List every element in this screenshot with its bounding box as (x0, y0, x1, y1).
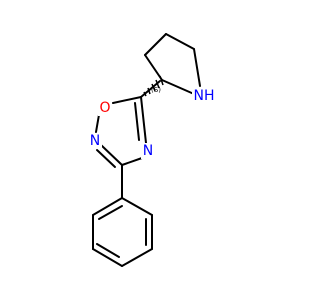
bond-benzene-3 (121, 248, 153, 267)
bond-n4-c3 (121, 157, 143, 166)
bond-benzene-inner-2 (96, 243, 120, 258)
phenyl-ring (92, 197, 153, 267)
stereo-descriptor-label: (S) (151, 86, 161, 94)
bond-benzene-1 (121, 197, 153, 216)
atom-label-ring-n-left: N (88, 133, 102, 149)
bond-c5-n4 (140, 96, 147, 144)
pyrrolidine-nh-label: NH (194, 88, 215, 104)
bond-c5-n4-double (134, 102, 140, 141)
wedge-hash-4 (155, 79, 160, 89)
oxygen-label: O (99, 100, 110, 116)
ring-n-right-label: N (143, 143, 153, 159)
wedge-hash-1 (143, 91, 147, 97)
bond-c3-n2-double (96, 149, 116, 168)
bond-c2-c3p (144, 54, 163, 81)
ring-n-left-label: N (90, 133, 100, 149)
chemical-structure-drawing: O N N NH (S) (88, 33, 216, 267)
bond-c3p-c4p (144, 33, 167, 56)
wedge-hash-3 (151, 83, 156, 92)
wedge-hash-2 (147, 87, 151, 95)
bond-c3-n2 (100, 144, 123, 166)
bond-benzene-6 (92, 197, 123, 216)
bond-benzene-4 (92, 248, 123, 267)
pyrrolidine-ring (144, 33, 201, 95)
bond-o1-c5 (112, 96, 142, 104)
bond-benzene-inner-3 (98, 205, 123, 220)
bond-c4p-c5p (165, 33, 195, 50)
bond-c5p-n1p (193, 48, 201, 87)
atom-label-pyrrolidine-nh: NH (192, 88, 216, 104)
oxadiazole-ring (95, 96, 147, 168)
atom-label-oxygen: O (98, 100, 112, 116)
atom-label-ring-n-right: N (141, 143, 155, 159)
bond-n1p-c2 (161, 79, 195, 95)
